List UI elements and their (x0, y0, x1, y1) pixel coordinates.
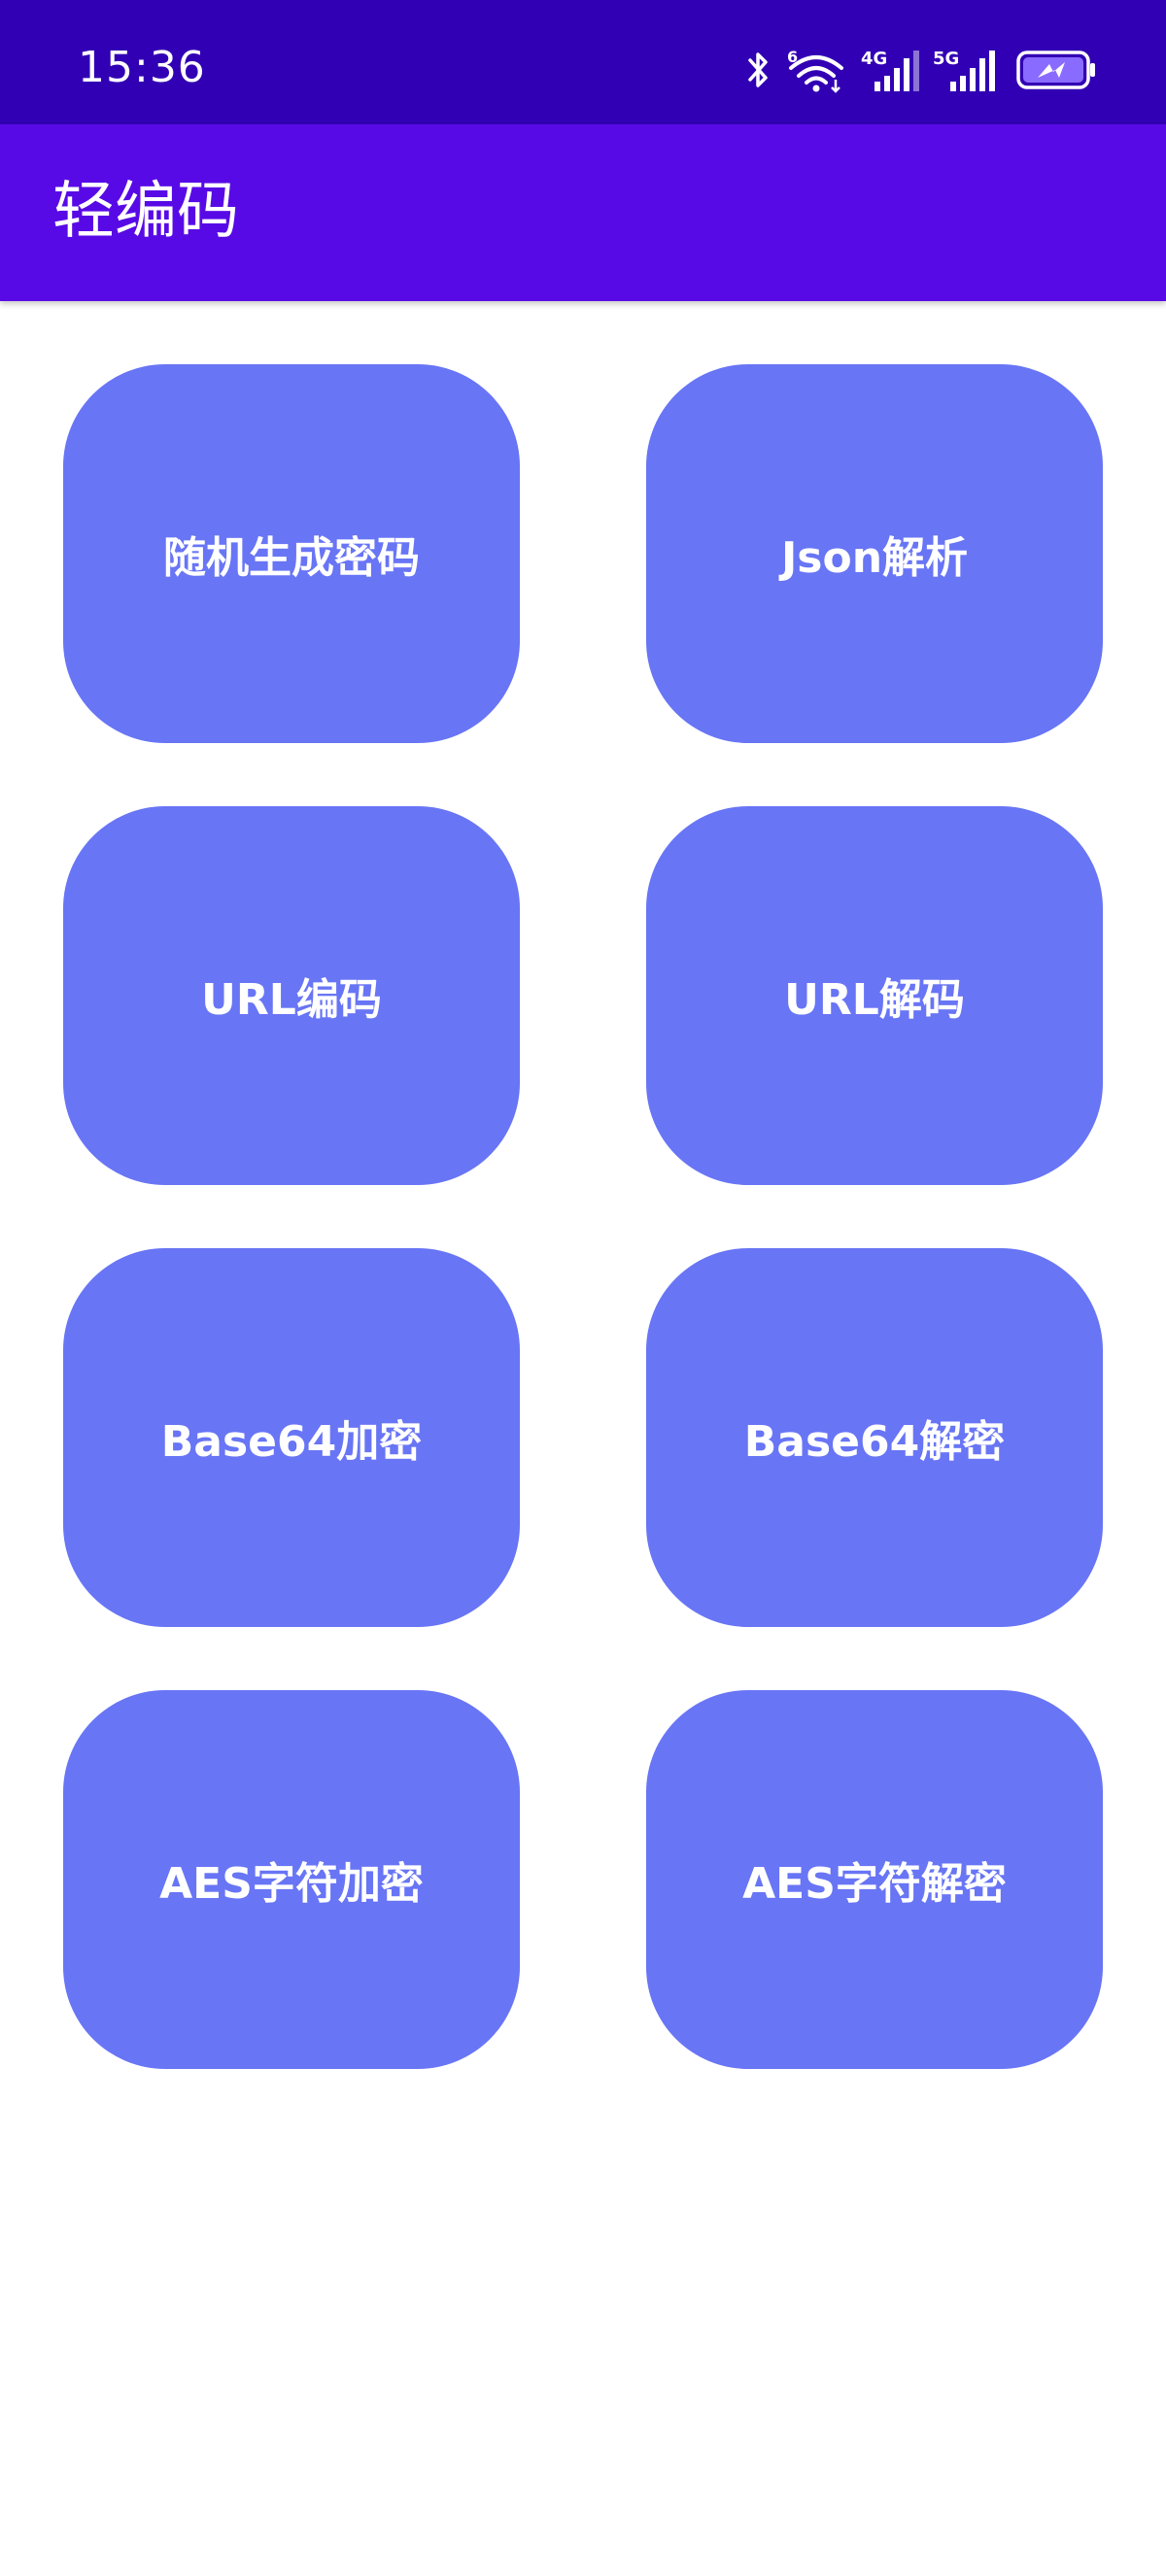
url-decode-button[interactable]: URL解码 (646, 806, 1103, 1185)
battery-charging-icon (1016, 51, 1095, 89)
aes-decrypt-button[interactable]: AES字符解密 (646, 1690, 1103, 2069)
aes-encrypt-button[interactable]: AES字符加密 (63, 1690, 520, 2069)
app-bar: 轻编码 (0, 124, 1166, 301)
status-time: 15:36 (78, 43, 206, 92)
base64-decrypt-button[interactable]: Base64解密 (646, 1248, 1103, 1627)
base64-encrypt-button[interactable]: Base64加密 (63, 1248, 520, 1627)
random-password-button[interactable]: 随机生成密码 (63, 364, 520, 743)
status-bar: 15:36 6 4G 5G (0, 0, 1166, 124)
signal-4g-icon: 4G (861, 49, 919, 91)
wifi-icon: 6 (787, 48, 843, 93)
status-icons: 6 4G 5G (746, 47, 1098, 93)
json-parse-button[interactable]: Json解析 (646, 364, 1103, 743)
wifi-badge: 6 (787, 48, 798, 66)
signal-5g-label: 5G (933, 49, 959, 69)
app-title: 轻编码 (52, 176, 239, 248)
bluetooth-icon (748, 52, 768, 87)
signal-4g-label: 4G (861, 49, 887, 69)
url-encode-button[interactable]: URL编码 (63, 806, 520, 1185)
signal-5g-icon: 5G (933, 49, 995, 91)
